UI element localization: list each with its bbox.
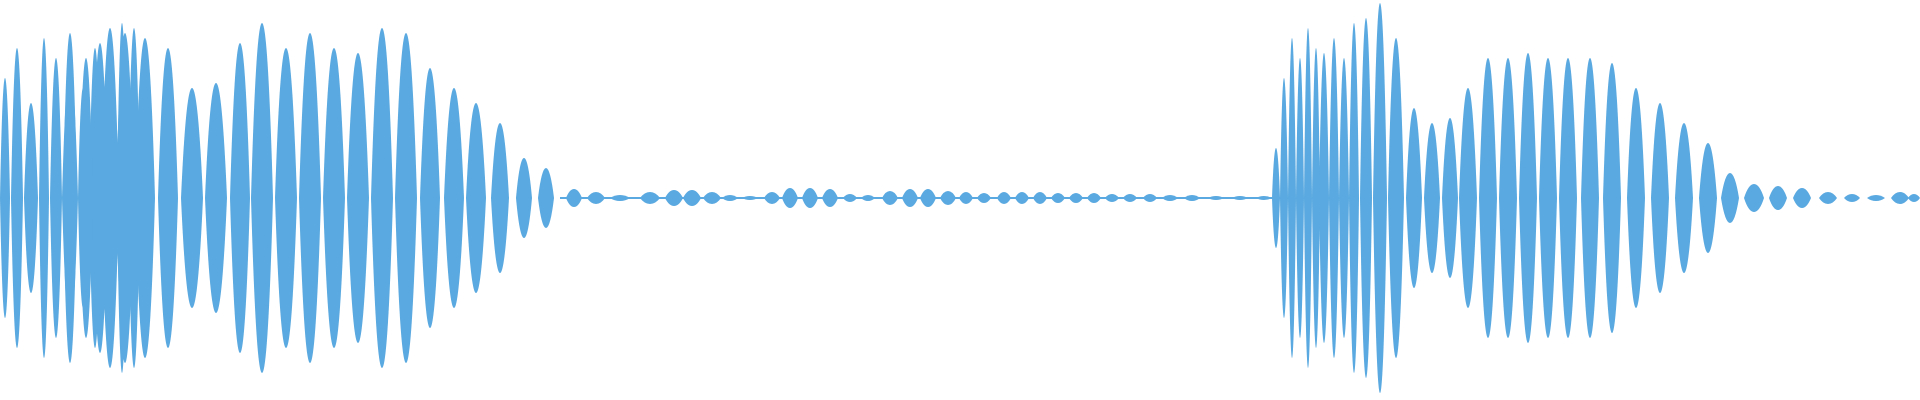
waveform-lobe bbox=[323, 48, 345, 348]
waveform-lobe bbox=[491, 123, 509, 273]
waveform-lobe bbox=[1721, 173, 1739, 223]
waveform-baseline bbox=[560, 197, 1280, 199]
waveform-lobe bbox=[205, 83, 227, 313]
waveform-lobe bbox=[1406, 108, 1422, 288]
waveform-lobe bbox=[230, 43, 250, 353]
waveform-lobe bbox=[538, 168, 554, 228]
waveform-lobe bbox=[466, 103, 486, 293]
waveform-lobe bbox=[101, 28, 119, 368]
waveform-lobe bbox=[1388, 38, 1404, 358]
waveform-lobe bbox=[1581, 58, 1599, 338]
waveform-lobe bbox=[1479, 58, 1497, 338]
waveform-lobe bbox=[1442, 118, 1458, 278]
waveform-lobe bbox=[1304, 28, 1312, 368]
waveform-lobe bbox=[50, 58, 62, 338]
waveform-lobe bbox=[1499, 58, 1517, 338]
waveform-lobe bbox=[1559, 58, 1577, 338]
waveform-lobe bbox=[1603, 63, 1621, 333]
waveform-lobes bbox=[0, 3, 1920, 393]
waveform-lobe bbox=[1360, 18, 1372, 378]
waveform-lobe bbox=[0, 78, 10, 318]
waveform-lobe bbox=[1519, 53, 1537, 343]
waveform-lobe bbox=[1280, 78, 1288, 318]
waveform-lobe bbox=[1424, 123, 1440, 273]
waveform-lobe bbox=[79, 58, 93, 338]
waveform-lobe bbox=[251, 23, 273, 373]
waveform-lobe bbox=[1539, 58, 1557, 338]
waveform-lobe bbox=[1319, 53, 1329, 343]
waveform-lobe bbox=[299, 33, 321, 363]
waveform-lobe bbox=[39, 38, 49, 358]
waveform-lobe bbox=[275, 48, 297, 348]
waveform-lobe bbox=[420, 68, 440, 328]
waveform-lobe bbox=[1793, 188, 1811, 208]
waveform-lobe bbox=[1373, 3, 1387, 393]
waveform-lobe bbox=[1769, 186, 1787, 210]
waveform-lobe bbox=[135, 38, 155, 358]
waveform-lobe bbox=[24, 103, 38, 293]
waveform-lobe bbox=[1675, 123, 1693, 273]
waveform-lobe bbox=[1312, 48, 1320, 348]
waveform-lobe bbox=[1891, 192, 1909, 204]
waveform-lobe bbox=[1651, 103, 1669, 293]
waveform-lobe bbox=[395, 33, 417, 363]
waveform-lobe bbox=[1296, 58, 1304, 338]
waveform-lobe bbox=[1744, 184, 1764, 212]
waveform-lobe bbox=[11, 48, 23, 348]
waveform-lobe bbox=[1867, 195, 1885, 201]
waveform-lobe bbox=[371, 28, 393, 368]
waveform-lobe bbox=[1844, 194, 1860, 202]
waveform-lobe bbox=[1908, 194, 1920, 202]
waveform-lobe bbox=[1288, 38, 1296, 358]
waveform-lobe bbox=[181, 88, 203, 308]
waveform-lobe bbox=[158, 48, 178, 348]
waveform-lobe bbox=[444, 88, 464, 308]
waveform-lobe bbox=[1329, 38, 1339, 358]
waveform-lobe bbox=[1459, 88, 1477, 308]
waveform-lobe bbox=[1349, 23, 1359, 373]
waveform-lobe bbox=[62, 68, 78, 328]
waveform-lobe bbox=[347, 53, 369, 343]
waveform-lobe bbox=[1627, 88, 1645, 308]
waveform-lobe bbox=[1819, 192, 1837, 204]
waveform-lobe bbox=[1339, 58, 1349, 338]
waveform-lobe bbox=[516, 158, 532, 238]
waveform-lobe bbox=[116, 33, 134, 363]
waveform-lobe bbox=[1699, 143, 1717, 253]
